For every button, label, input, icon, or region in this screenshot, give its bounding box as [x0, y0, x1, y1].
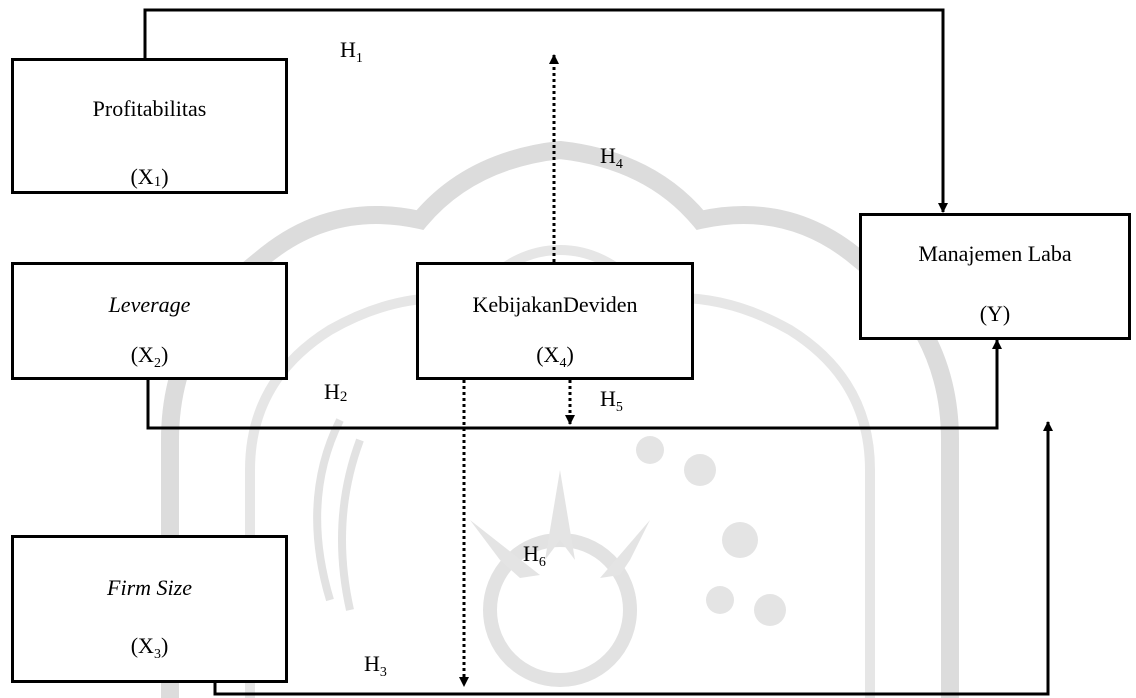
node-leverage: Leverage (X2) — [11, 262, 288, 380]
label-h1: H1 — [340, 37, 363, 66]
label-h4: H4 — [600, 143, 623, 172]
node-x2-var: (X2) — [130, 342, 169, 371]
label-h2: H2 — [324, 379, 348, 406]
node-profitabilitas: Profitabilitas (X1) — [11, 58, 288, 194]
node-x4-name: KebijakanDeviden — [472, 292, 638, 317]
node-manajemen-laba: Manajemen Laba (Y) — [859, 213, 1131, 340]
connector-h1 — [143, 8, 948, 213]
node-x1-var: (X1) — [130, 164, 169, 191]
node-y-name: Manajemen Laba — [918, 241, 1072, 266]
connector-h3 — [213, 421, 1053, 696]
label-h3: H3 — [364, 651, 387, 680]
connector-h2 — [146, 339, 1002, 430]
node-x4-var: (X4) — [536, 342, 574, 371]
node-x2-name: Leverage — [108, 292, 191, 317]
label-h5: H5 — [600, 386, 623, 415]
label-h6: H6 — [523, 541, 546, 570]
node-firm-size: Firm Size (X3) — [11, 535, 288, 683]
node-x3-var: (X3) — [130, 633, 169, 662]
node-kebijakan-deviden: KebijakanDeviden (X4) — [416, 262, 694, 380]
node-x3-name: Firm Size — [107, 575, 192, 600]
node-x1-name: Profitabilitas — [92, 96, 207, 121]
node-y-var: (Y) — [979, 301, 1011, 326]
